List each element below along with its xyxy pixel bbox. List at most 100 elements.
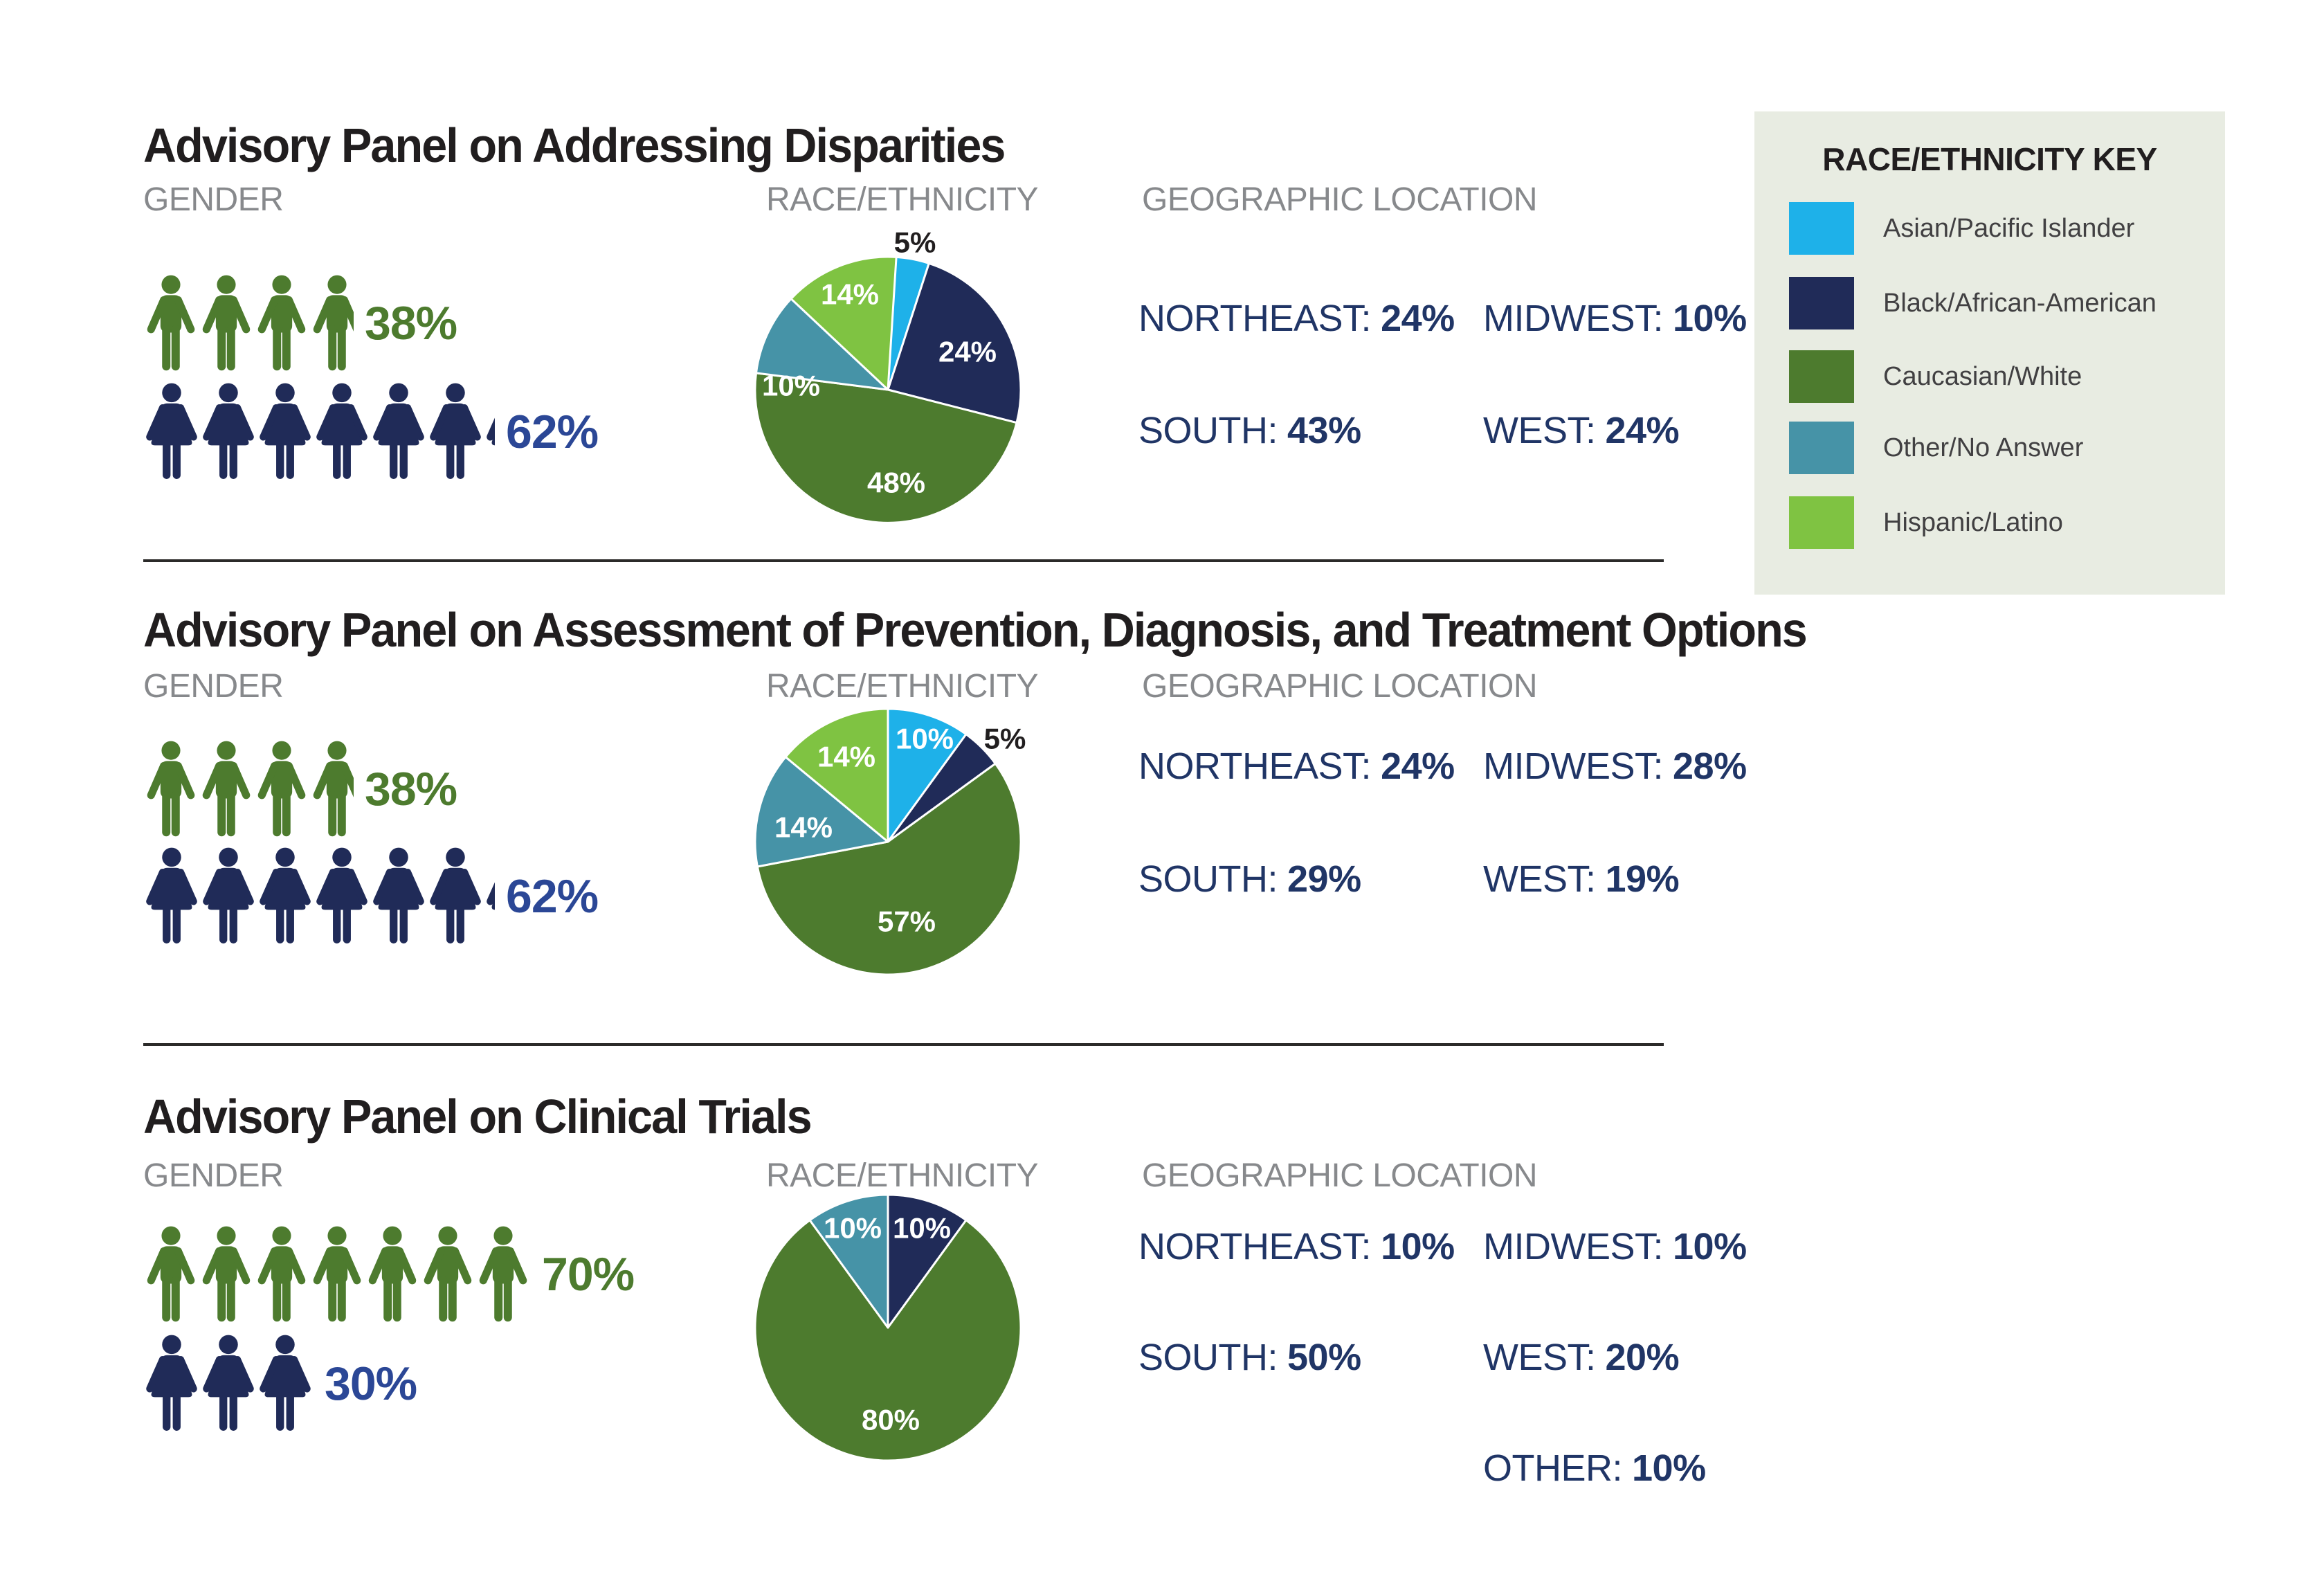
women-pictogram-row: 30%	[143, 1334, 417, 1434]
legend-label: Other/No Answer	[1883, 433, 2084, 462]
legend-swatch-navy	[1789, 277, 1854, 329]
woman-icon-partial	[484, 382, 495, 482]
section-divider	[143, 559, 1664, 562]
man-icon-partial	[309, 274, 354, 372]
pie-slice-label: 14%	[821, 278, 879, 311]
race-ethnicity-column-header: RACE/ETHNICITY	[766, 668, 1039, 705]
geo-region-value: 20%	[1605, 1337, 1680, 1378]
geographic-location-column-header: GEOGRAPHIC LOCATION	[1142, 181, 1538, 218]
woman-icon	[314, 382, 370, 482]
geo-region-value: 10%	[1381, 1226, 1455, 1267]
geo-region-label: MIDWEST:	[1483, 1226, 1664, 1267]
race-ethnicity-key-title: RACE/ETHNICITY KEY	[1822, 141, 2157, 177]
geo-region-label: NORTHEAST:	[1138, 1226, 1372, 1267]
geo-region-value: 19%	[1605, 858, 1680, 900]
geo-region-label: WEST:	[1483, 858, 1596, 900]
woman-icon	[143, 847, 200, 946]
race-ethnicity-column-header: RACE/ETHNICITY	[766, 181, 1039, 218]
geo-stat-midwest: MIDWEST:10%	[1483, 1228, 1747, 1265]
geo-region-value: 28%	[1673, 746, 1747, 787]
man-icon	[199, 740, 254, 838]
race-ethnicity-key: RACE/ETHNICITY KEY Asian/Pacific Islande…	[1754, 111, 2225, 595]
pie-slice-label: 24%	[938, 336, 997, 368]
woman-icon	[257, 1334, 314, 1434]
legend-item: Asian/Pacific Islander	[1789, 202, 2134, 255]
geo-stat-northeast: NORTHEAST:24%	[1138, 748, 1455, 785]
geo-region-label: WEST:	[1483, 410, 1596, 451]
geo-region-value: 24%	[1381, 298, 1455, 339]
woman-icon	[200, 1334, 257, 1434]
geo-region-label: MIDWEST:	[1483, 298, 1664, 339]
geo-stat-west: WEST:24%	[1483, 410, 1680, 451]
men-percentage: 38%	[365, 297, 457, 350]
legend-swatch-teal	[1789, 422, 1854, 474]
woman-icon	[200, 847, 257, 946]
advisory-panel-section-3: Advisory Panel on Clinical Trials GENDER…	[0, 1092, 2324, 1487]
man-icon	[199, 274, 254, 372]
geo-region-label: SOUTH:	[1138, 858, 1278, 900]
advisory-panel-section-2: Advisory Panel on Assessment of Preventi…	[0, 606, 2324, 976]
woman-icon	[314, 847, 370, 946]
pie-slice-label: 14%	[817, 741, 875, 773]
geo-region-label: SOUTH:	[1138, 410, 1278, 451]
woman-icon	[143, 1334, 200, 1434]
pie-slice-label: 57%	[878, 905, 936, 938]
legend-swatch-green	[1789, 350, 1854, 403]
section-divider	[143, 1043, 1664, 1046]
legend-item: Black/African-American	[1789, 277, 2157, 329]
pie-slice-navy	[887, 262, 1022, 424]
legend-label: Black/African-American	[1883, 288, 2157, 318]
pie-slice-green	[756, 762, 1022, 976]
pie-slice-label: 80%	[862, 1404, 920, 1436]
legend-item: Caucasian/White	[1789, 350, 2082, 403]
women-pictogram-row: 62%	[143, 847, 599, 946]
man-icon	[199, 1225, 254, 1324]
pie-slice-label: 10%	[893, 1212, 951, 1245]
men-percentage: 38%	[365, 763, 457, 815]
woman-icon	[143, 382, 200, 482]
pie-slice-cyan	[887, 707, 968, 843]
men-pictogram-row: 38%	[143, 740, 457, 838]
man-icon	[420, 1225, 475, 1324]
legend-label: Asian/Pacific Islander	[1883, 213, 2135, 243]
geo-stat-west: WEST:20%	[1483, 1337, 1680, 1378]
pie-slice-navy	[887, 1193, 968, 1329]
legend-label: Caucasian/White	[1883, 361, 2082, 391]
women-pictogram-row: 62%	[143, 382, 599, 482]
pie-slice-teal	[754, 756, 889, 868]
pie-slice-lightgreen	[790, 255, 898, 391]
advisory-panel-section-1: Advisory Panel on Addressing Disparities…	[0, 121, 2324, 524]
pie-slice-label: 14%	[774, 811, 833, 844]
pie-slice-label: 48%	[867, 467, 925, 499]
geo-stat-west: WEST:19%	[1483, 858, 1680, 900]
geographic-location-column-header: GEOGRAPHIC LOCATION	[1142, 1157, 1538, 1194]
section-title: Advisory Panel on Assessment of Preventi…	[143, 603, 1808, 657]
women-percentage: 30%	[325, 1357, 417, 1410]
geo-region-label: WEST:	[1483, 1337, 1596, 1378]
legend-swatch-lightgreen	[1789, 496, 1854, 549]
geo-region-value: 10%	[1673, 298, 1747, 339]
women-percentage: 62%	[506, 406, 599, 458]
pie-slice-label: 10%	[824, 1212, 882, 1245]
man-icon-partial	[309, 740, 354, 838]
pie-slice-green	[754, 1219, 1022, 1462]
geo-region-value: 50%	[1287, 1337, 1361, 1378]
men-pictogram-row: 38%	[143, 274, 457, 372]
geo-stat-midwest: MIDWEST:28%	[1483, 748, 1747, 785]
woman-icon	[257, 847, 314, 946]
legend-label: Hispanic/Latino	[1883, 507, 2063, 537]
geo-stat-south: SOUTH:50%	[1138, 1339, 1361, 1376]
geo-region-value: 24%	[1381, 746, 1455, 787]
woman-icon	[427, 847, 484, 946]
men-pictogram-row: 70%	[143, 1225, 635, 1324]
man-icon	[143, 274, 199, 372]
geo-region-label: NORTHEAST:	[1138, 298, 1372, 339]
gender-column-header: GENDER	[143, 668, 284, 705]
gender-column-header: GENDER	[143, 1157, 284, 1194]
gender-column-header: GENDER	[143, 181, 284, 218]
men-percentage: 70%	[542, 1248, 635, 1301]
pie-slice-label: 10%	[896, 723, 954, 755]
pie-slice-label: 5%	[984, 723, 1026, 755]
pie-slice-teal	[755, 298, 889, 391]
